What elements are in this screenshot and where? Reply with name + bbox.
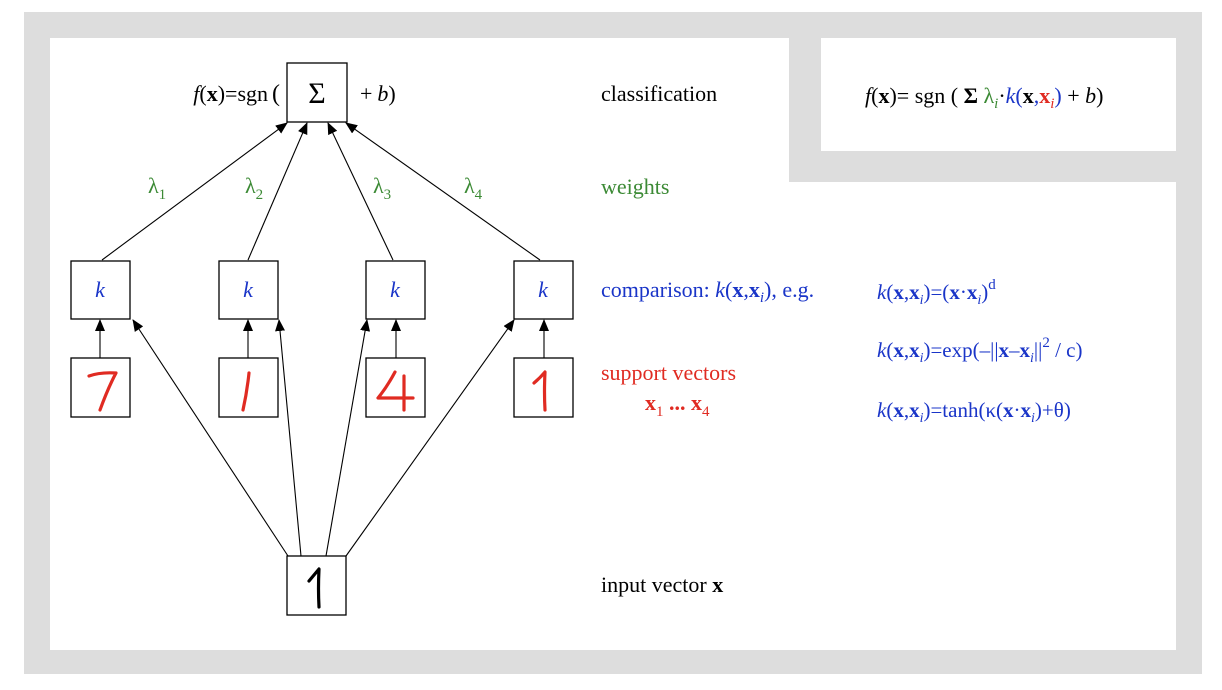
support-vector-digit-1b xyxy=(532,370,547,412)
edge-input-k4 xyxy=(345,319,515,557)
decision-function-formula: f(x)= sgn ( Σ λi·k(x,xi) + b) xyxy=(865,83,1104,112)
label-weights: weights xyxy=(601,174,669,199)
kernel-gaussian: k(x,xi)=exp(–||x–xi||2 / c) xyxy=(877,335,1083,366)
kernel-node-3-label: k xyxy=(390,277,401,302)
weight-label-4: λ4 xyxy=(464,173,483,203)
edge-k2-sum xyxy=(247,122,308,261)
kernel-node-2-label: k xyxy=(243,277,254,302)
edge-input-k1 xyxy=(132,319,289,557)
kernel-sigmoid: k(x,xi)=tanh(κ(x·xi)+θ) xyxy=(877,398,1071,426)
output-suffix: +b) xyxy=(360,81,396,106)
sum-node xyxy=(286,62,348,123)
edge-input-k3 xyxy=(325,319,371,557)
input-node xyxy=(286,555,347,616)
support-vector-node-1 xyxy=(70,357,131,418)
edge-input-k2 xyxy=(275,319,302,557)
support-vector-digit-7 xyxy=(87,371,118,412)
label-input-vector: input vector x xyxy=(601,572,723,597)
kernel-node-4-label: k xyxy=(538,277,549,302)
weight-label-3: λ3 xyxy=(373,173,391,203)
output-prefix: f(x)=sgn( xyxy=(193,81,280,107)
edge-k3-sum xyxy=(327,122,394,261)
support-vector-digit-1a xyxy=(241,371,251,412)
weight-label-2: λ2 xyxy=(245,173,263,203)
label-support-range: x1 ... x4 xyxy=(645,390,710,420)
label-support-vectors: support vectors xyxy=(601,360,736,385)
kernel-node-3 xyxy=(365,260,426,320)
formula-panel xyxy=(821,38,1176,151)
support-vector-node-3 xyxy=(365,357,426,418)
sum-symbol: Σ xyxy=(308,77,325,110)
weight-label-1: λ1 xyxy=(148,173,166,203)
support-vector-digit-4 xyxy=(376,370,415,412)
label-comparison: comparison: k(x,xi), e.g. xyxy=(601,277,814,306)
label-classification: classification xyxy=(601,81,717,106)
kernel-polynomial: k(x,xi)=(x·xi)d xyxy=(877,277,996,308)
kernel-node-1 xyxy=(70,260,131,320)
edge-k4-sum xyxy=(345,122,541,261)
edge-k1-sum xyxy=(101,122,288,261)
input-digit-1 xyxy=(307,567,321,609)
kernel-node-1-label: k xyxy=(95,277,106,302)
main-panel xyxy=(50,38,1176,650)
kernel-node-2 xyxy=(218,260,279,320)
kernel-node-4 xyxy=(513,260,574,320)
